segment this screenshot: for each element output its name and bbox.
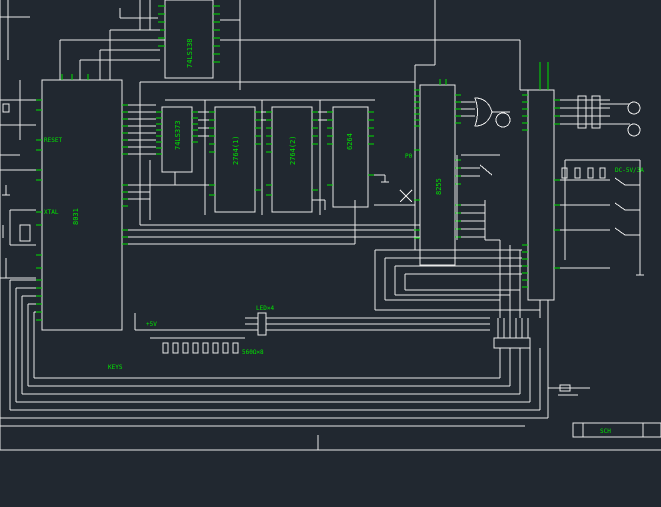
- resistor-array-label: 560Ω×8: [242, 349, 264, 356]
- right-connector: [522, 62, 560, 301]
- memory-bus: [128, 99, 420, 245]
- latch-label: 74LS373: [174, 120, 182, 150]
- interface-label: 8255: [435, 178, 443, 195]
- ram-chip: 2764(2): [266, 106, 318, 213]
- led-array: LED×4: [134, 305, 490, 336]
- decoder-label: 74LS138: [186, 38, 194, 68]
- sheet-border: [0, 0, 661, 451]
- left-wiring: [0, 279, 118, 427]
- decoder-chip: 74LS138: [158, 0, 220, 79]
- resistor-array: +5V 560Ω×8: [146, 321, 264, 356]
- reset-crystal-circuit: [0, 80, 36, 279]
- led-label: LED×4: [256, 305, 274, 312]
- decoder-wires: [59, 0, 241, 90]
- relay-label: DC-5V/3A: [615, 167, 644, 174]
- reset-label: RESET: [44, 137, 62, 144]
- title-block: SCH: [572, 422, 661, 438]
- title-block-label: SCH: [600, 428, 611, 435]
- bottom-connector: [493, 318, 531, 349]
- ram-label: 2764(2): [289, 135, 297, 165]
- fanout-wiring: [374, 239, 541, 318]
- keypad-label: KEYS: [108, 364, 123, 371]
- vcc-label: +5V: [146, 321, 157, 328]
- keypad: KEYS: [108, 300, 549, 427]
- relay-section: DC-5V/3A: [560, 159, 644, 276]
- bus-note: P0: [405, 153, 413, 160]
- motor-2: [627, 123, 641, 137]
- motor-1: [627, 101, 641, 115]
- output-drivers: [520, 89, 641, 137]
- crystal: [19, 224, 31, 242]
- cpu-label: 8031: [72, 208, 80, 225]
- cpu-chip: 8031 RESET XTAL: [36, 74, 128, 331]
- interface-chip: 8255: [414, 79, 461, 266]
- crystal-label: XTAL: [44, 209, 59, 216]
- output-gates: [456, 97, 511, 240]
- eprom-chip: 2764(1): [209, 106, 261, 213]
- io-label: 6264: [346, 133, 354, 150]
- eprom-label: 2764(1): [232, 135, 240, 165]
- latch-chip: 74LS373: [156, 106, 198, 173]
- io-chip: 6264: [327, 106, 374, 208]
- small-component: [548, 384, 590, 396]
